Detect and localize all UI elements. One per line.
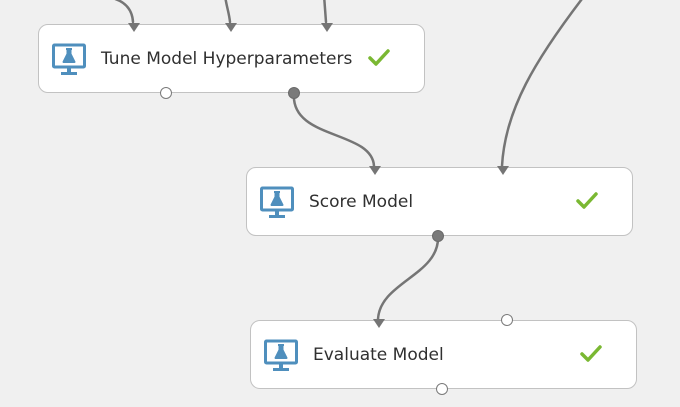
connector-line[interactable] [224, 0, 232, 24]
output-port[interactable] [160, 87, 172, 99]
module-label: Tune Model Hyperparameters [101, 49, 353, 69]
input-port[interactable] [225, 23, 237, 32]
input-port[interactable] [497, 166, 509, 175]
input-port[interactable] [369, 166, 381, 175]
input-port[interactable] [321, 23, 333, 32]
module-tune-model-hyperparameters[interactable]: Tune Model Hyperparameters [38, 23, 425, 99]
connector-line[interactable] [376, 234, 440, 321]
check-icon [580, 345, 602, 362]
input-port[interactable] [373, 319, 385, 328]
module-label: Evaluate Model [313, 345, 444, 365]
experiment-monitor-icon [260, 186, 294, 218]
module-evaluate-model[interactable]: Evaluate Model [250, 314, 637, 395]
check-icon [576, 192, 598, 209]
connector-line[interactable] [292, 91, 376, 168]
connector-line[interactable] [323, 0, 328, 24]
connector-line[interactable] [500, 0, 585, 168]
check-icon [368, 49, 390, 66]
input-port[interactable] [128, 23, 140, 32]
module-score-model[interactable]: Score Model [246, 166, 633, 242]
output-port[interactable] [436, 383, 448, 395]
experiment-monitor-icon [52, 43, 86, 75]
experiment-monitor-icon [264, 339, 298, 371]
output-port[interactable] [432, 230, 444, 242]
connector-line[interactable] [95, 0, 135, 24]
input-port-unconnected[interactable] [501, 314, 513, 326]
module-label: Score Model [309, 192, 414, 212]
output-port[interactable] [288, 87, 300, 99]
